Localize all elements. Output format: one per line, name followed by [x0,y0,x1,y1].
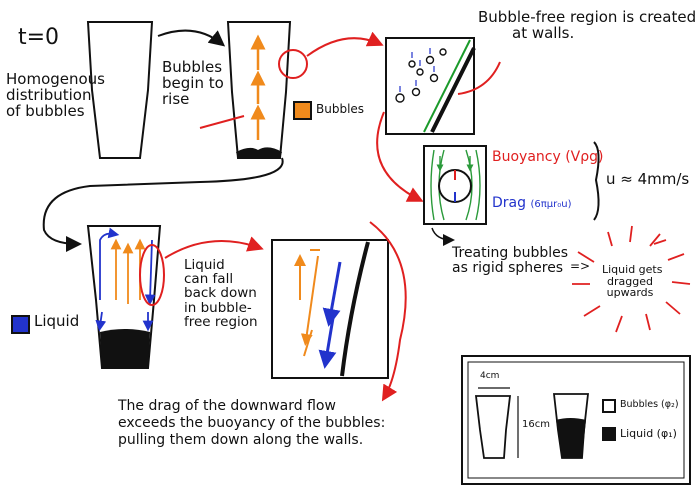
line: in bubble- [184,299,252,316]
liquid-fall-label: Liquid can fall back down in bubble- fre… [184,258,258,329]
glass-initial [86,21,154,159]
line: rise [162,89,190,108]
line: Bubbles [162,58,223,76]
bubbles-rise-label: Bubbles begin to rise [162,58,224,108]
buoyancy-label: Buoyancy (Vρg) [492,150,604,165]
liquid-arrows-glass3 [95,227,156,332]
line: Bubble-free region is created [478,8,697,26]
drag-label: Drag (6πμr₀u) [492,196,571,211]
buoyancy-word: Buoyancy [492,149,561,165]
zoom-wall-box [385,37,475,135]
line: Homogenous [6,70,106,88]
arrow-to-sphere [376,111,424,202]
pointer-bubble-free [457,61,501,95]
key-liquid-label: Liquid (φ₁) [620,427,677,440]
connector-down [42,157,284,252]
bubbles-zoom1 [395,48,447,103]
line: Liquid [184,257,225,273]
arrow-step1 [157,29,226,47]
liquid-dragged-label: Liquid gets dragged upwards [602,263,663,300]
key-bubbles-swatch [602,399,616,413]
line: The drag of the downward flow [118,398,336,414]
line: Liquid gets [602,263,663,276]
line: exceeds the buoyancy of the bubbles: [118,415,386,432]
dimension-height: 16cm [522,419,550,430]
rigid-spheres-label: Treating bubbles as rigid spheres [452,246,568,275]
highlight-wall-2 [278,49,308,79]
arrow-to-zoom1 [306,31,384,57]
homogeneous-label: Homogenous distribution of bubbles [6,70,106,120]
sediment-layer [236,147,282,158]
dimension-key-box [461,355,691,485]
upflow-arrows [294,249,320,357]
legend-bubbles-label: Bubbles [316,102,365,116]
drag-formula: (6πμr₀u) [530,199,572,210]
line: begin to [162,73,224,92]
conclusion-label: The drag of the downward flow exceeds th… [118,398,385,449]
arrow-to-conclusion [369,221,407,402]
line: at walls. [512,23,575,42]
line: of bubbles [6,101,85,120]
legend-liquid-swatch [11,315,30,334]
downflow-arrows [318,261,342,369]
line: can fall [184,271,234,288]
burst-lines [572,225,691,333]
buoyancy-formula: (Vρg) [565,149,604,165]
line: pulling them down along the walls. [118,432,364,449]
line: Treating bubbles [452,245,569,261]
implies-symbol: => [570,259,591,273]
zoom-downflow-box [271,239,389,379]
legend-bubbles-swatch [293,101,312,120]
line: upwards [606,286,654,300]
bubble-arrows-glass3 [110,238,146,304]
arrow-to-zoom2 [164,236,264,259]
drag-word: Drag [492,195,527,211]
line: back down [184,285,257,302]
line: distribution [6,85,92,104]
bubble-free-label: Bubble-free region is created at walls. [478,8,697,42]
line: dragged [607,274,653,288]
line: as rigid spheres [452,259,564,276]
glass-dimension [474,395,512,459]
line: free region [184,313,258,330]
sphere-box [423,145,487,225]
dimension-width: 4cm [480,371,500,381]
legend-liquid-label: Liquid [34,312,80,330]
velocity-label: u ≈ 4mm/s [606,170,690,188]
pointer-rise [199,115,245,129]
key-liquid-swatch [602,427,616,441]
time-label: t=0 [18,25,60,50]
key-bubbles-label: Bubbles (φ₂) [620,399,679,410]
highlight-wall-3 [139,244,165,306]
